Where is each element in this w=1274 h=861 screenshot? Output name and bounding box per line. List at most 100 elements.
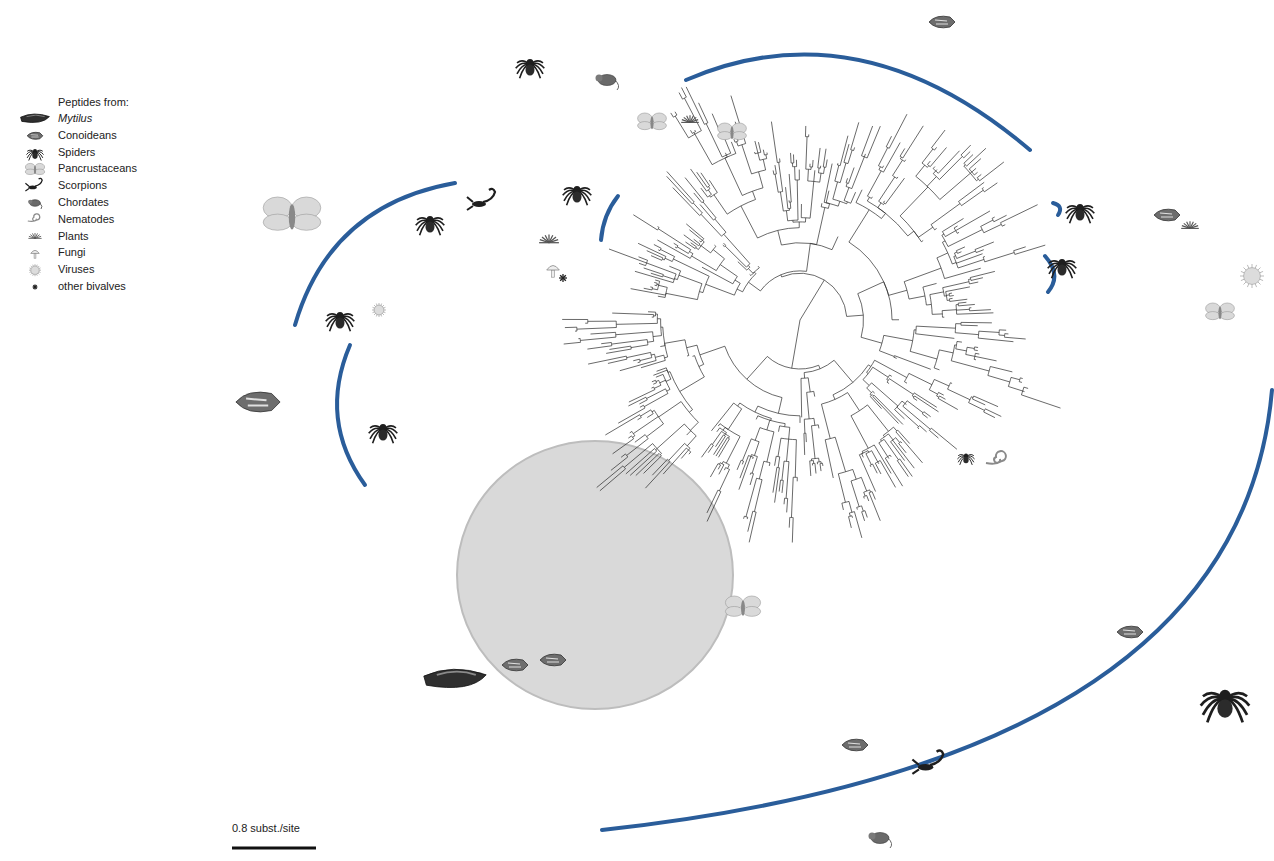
cone-pattern	[848, 743, 861, 747]
tree-branch	[927, 177, 936, 187]
tree-branch	[830, 201, 840, 206]
tree-branch	[795, 477, 797, 481]
tree-branch	[888, 457, 889, 459]
scorpion-body	[918, 764, 933, 771]
tree-branch	[667, 172, 694, 203]
scorpion-tail	[930, 751, 943, 765]
spider-icon	[957, 453, 974, 465]
cone-icon	[1117, 626, 1143, 638]
taxon-icons	[236, 16, 1264, 848]
tree-branch	[750, 473, 753, 485]
legend-icon	[33, 285, 38, 290]
tree-branch	[786, 461, 789, 498]
tree-branch	[927, 161, 930, 166]
tree-branch	[792, 365, 820, 369]
tree-branch	[720, 265, 737, 281]
cone-icon	[236, 392, 280, 412]
plant-leaf	[35, 236, 41, 238]
plant-leaf	[35, 238, 42, 239]
tree-branch	[647, 412, 653, 418]
tree-branch	[878, 148, 887, 167]
tree-branch	[580, 335, 616, 341]
tree-branch	[942, 241, 947, 253]
tree-branch	[754, 479, 762, 512]
tree-branch	[591, 332, 616, 334]
tree-branch	[744, 516, 746, 519]
tree-branch	[791, 153, 793, 163]
tree-branch	[954, 252, 956, 256]
tree-branch	[737, 142, 742, 146]
tree-branch	[912, 394, 914, 397]
tree-branch	[587, 344, 611, 349]
tree-branch	[752, 172, 763, 191]
moth-icon	[1206, 303, 1235, 320]
legend-label: Spiders	[58, 146, 95, 159]
tree-branch	[879, 441, 888, 456]
spider-abdomen	[526, 65, 535, 76]
tree-branch	[975, 353, 979, 356]
tree-branch	[687, 430, 696, 446]
tree-branch	[881, 439, 898, 459]
scorpion-icon	[912, 751, 943, 774]
tree-branch	[702, 267, 735, 284]
tree-branch	[982, 224, 1001, 232]
tree-branch	[900, 442, 902, 443]
tree-branch	[886, 213, 914, 236]
tree-branch	[633, 434, 635, 438]
tree-branch	[868, 367, 888, 377]
tree-branch	[914, 227, 933, 237]
insect-wing	[743, 606, 761, 616]
tree-branch	[710, 464, 719, 477]
tree-branch	[938, 397, 958, 409]
tree-branch	[742, 461, 743, 465]
legend-label: Conoideans	[58, 129, 117, 142]
tree-branch	[759, 159, 766, 171]
tree-branch	[851, 411, 868, 449]
tree-branch	[747, 356, 792, 379]
tree-branch	[652, 316, 654, 317]
tree-branch	[627, 437, 649, 456]
clade-bracket	[1053, 203, 1060, 215]
tree-branch	[814, 463, 816, 473]
plant-leaf	[687, 116, 690, 123]
tree-branch	[852, 147, 854, 150]
tree-branch	[725, 142, 736, 158]
tree-branch	[608, 358, 627, 364]
tree-branch	[737, 282, 748, 292]
cone-pattern	[1160, 213, 1173, 217]
insect-wing	[292, 214, 321, 230]
tree-branch	[631, 342, 648, 347]
cone-shell	[540, 654, 566, 666]
tree-branch	[724, 468, 727, 471]
tree-branch	[714, 195, 741, 214]
tree-branch	[609, 249, 647, 263]
tree-branch	[690, 252, 693, 256]
tree-branch	[825, 439, 833, 478]
legend-icon	[28, 233, 41, 238]
tree-branch	[1020, 378, 1023, 380]
tree-branch	[878, 203, 886, 213]
tree-branch	[671, 113, 675, 117]
nematode-worm	[28, 214, 40, 222]
tree-branch	[904, 378, 907, 384]
tree-branch	[837, 163, 838, 165]
tree-branch	[791, 477, 795, 517]
tree-branch	[821, 167, 825, 173]
plant-leaf	[1190, 226, 1198, 229]
tree-branch	[982, 188, 983, 191]
tree-branch	[640, 410, 652, 416]
tree-branch	[826, 191, 829, 204]
tree-branch	[975, 356, 997, 361]
tree-branch	[852, 512, 862, 538]
tree-branch	[895, 406, 905, 419]
legend-icon	[26, 149, 43, 161]
tree-branch	[696, 246, 701, 250]
tree-branch	[681, 88, 686, 99]
tree-branch	[719, 469, 729, 491]
tree-branch	[755, 412, 771, 420]
tree-branch	[856, 477, 866, 491]
tree-branch	[749, 512, 756, 543]
tree-branch	[575, 329, 577, 331]
tree-branch	[647, 417, 664, 437]
plant-leaf	[1190, 228, 1199, 229]
